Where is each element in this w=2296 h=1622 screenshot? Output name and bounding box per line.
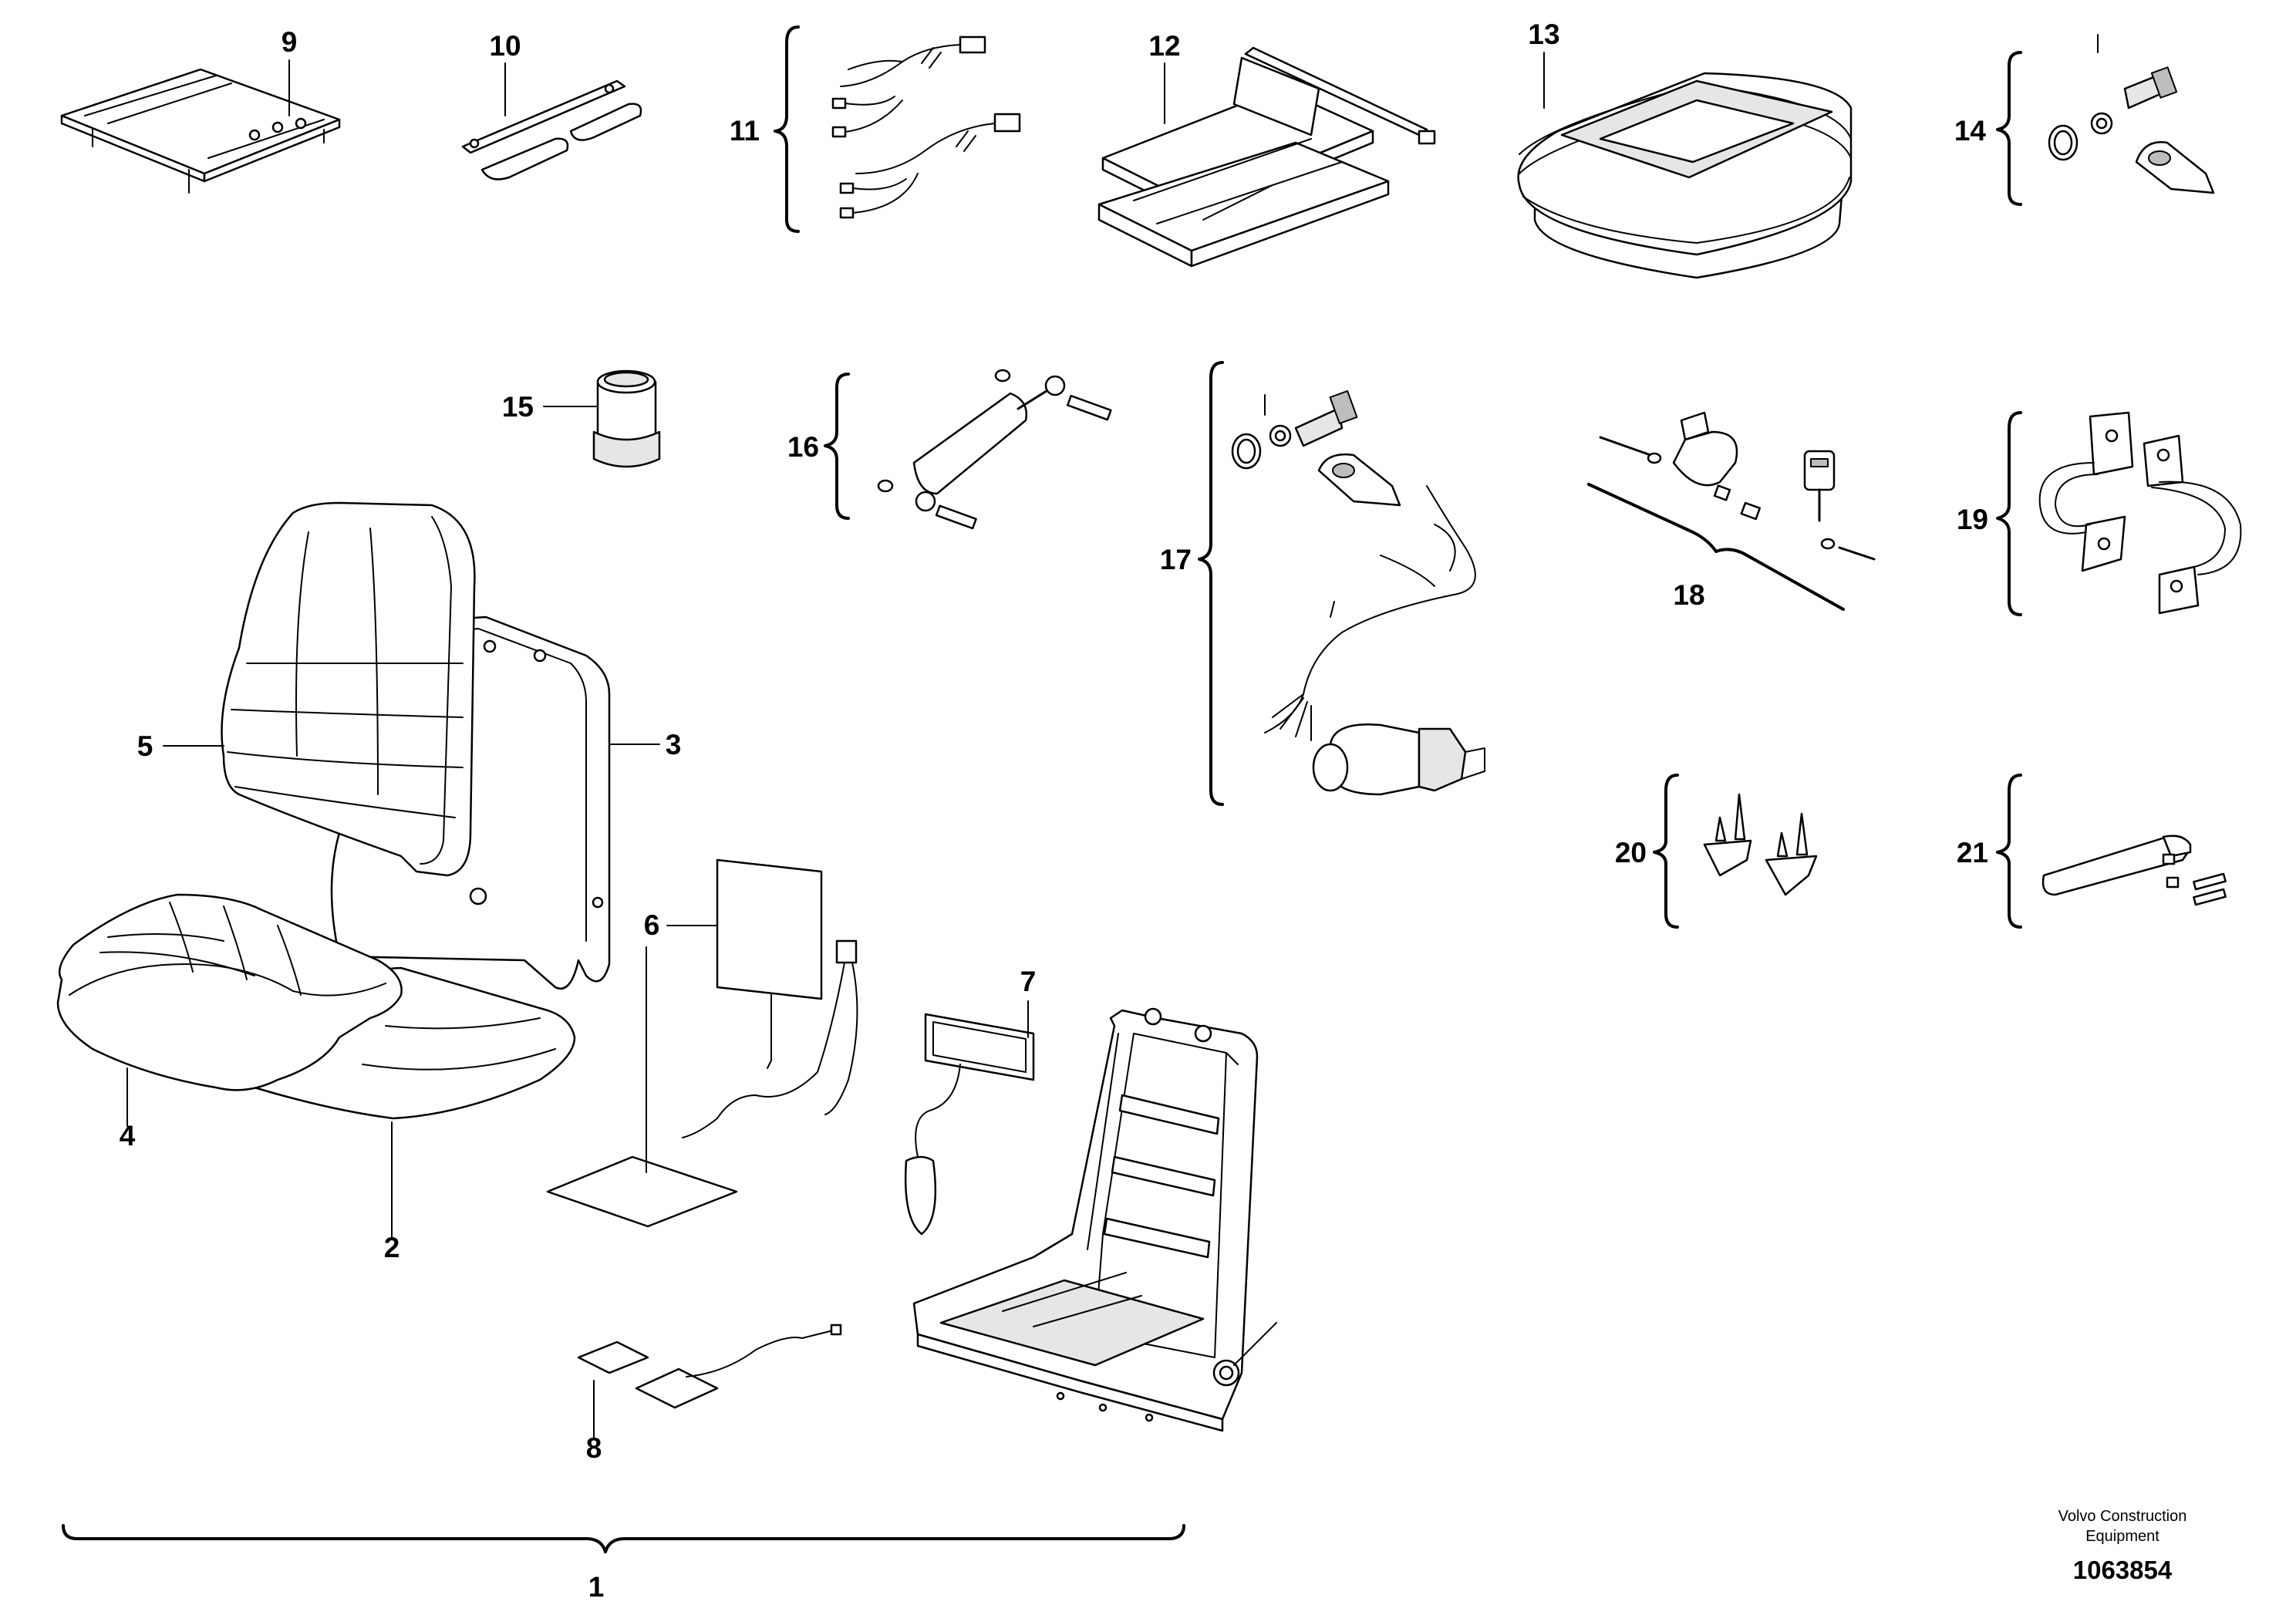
- brace-16: [824, 373, 850, 520]
- part-9-seat-rail: [60, 68, 341, 194]
- part-4-seat-cushion: [56, 893, 403, 1091]
- callout-19: 19: [1957, 504, 1988, 535]
- callout-14: 14: [1954, 115, 1987, 147]
- callout-5: 5: [137, 730, 153, 762]
- callout-12: 12: [1148, 30, 1180, 62]
- brace-1: [62, 1524, 1185, 1553]
- part-14-lumbar-kit: [2048, 34, 2215, 194]
- brace-21: [1996, 774, 2022, 929]
- brace-11: [774, 25, 800, 233]
- callout-7: 7: [1020, 966, 1037, 997]
- callout-10: 10: [489, 30, 521, 62]
- callout-21: 21: [1957, 837, 1988, 868]
- document-number: 1063854: [2073, 1556, 2173, 1584]
- part-15-cap: [592, 369, 661, 468]
- maker-name-line2: Equipment: [2085, 1528, 2159, 1545]
- callout-9: 9: [282, 26, 298, 58]
- part-21-armrest: [2041, 835, 2227, 906]
- part-17-compressor-kit: [1231, 389, 1485, 796]
- brace-20: [1653, 774, 1679, 929]
- callout-17: 17: [1160, 544, 1192, 575]
- callout-11: 11: [730, 115, 760, 147]
- part-19-belt-brackets: [2038, 411, 2242, 615]
- brace-18: [1587, 483, 1845, 611]
- part-12-seat-suspension: [1097, 46, 1436, 268]
- seat-frame: [912, 1007, 1277, 1432]
- callout-13: 13: [1528, 19, 1559, 50]
- brace-14: [1996, 51, 2022, 206]
- part-5-backrest-cushion: [221, 501, 476, 877]
- callout-16: 16: [787, 431, 819, 463]
- part-10-slide-rail: [461, 79, 642, 180]
- part-18-seat-belt: [1599, 411, 1876, 561]
- part-13-bellows: [1517, 72, 1853, 279]
- callout-6: 6: [644, 909, 660, 941]
- callout-18: 18: [1673, 579, 1704, 611]
- callout-3: 3: [666, 729, 682, 760]
- maker-name-line1: Volvo Construction: [2058, 1508, 2187, 1525]
- callout-1: 1: [588, 1571, 605, 1603]
- part-20-studs: [1703, 793, 1818, 896]
- part-6-heating-pads: [546, 858, 858, 1228]
- brace-19: [1996, 411, 2022, 616]
- brace-17: [1198, 361, 1224, 806]
- callout-4: 4: [120, 1120, 136, 1152]
- part-7-lumbar-bladder: [904, 1013, 1035, 1236]
- callout-20: 20: [1615, 837, 1647, 868]
- part-16-damper: [877, 369, 1112, 530]
- callout-8: 8: [586, 1432, 602, 1464]
- callout-2: 2: [384, 1232, 400, 1263]
- part-8-sensor-mats: [577, 1324, 842, 1409]
- callout-15: 15: [502, 391, 534, 423]
- part-11-wiring-harness: [831, 35, 1021, 219]
